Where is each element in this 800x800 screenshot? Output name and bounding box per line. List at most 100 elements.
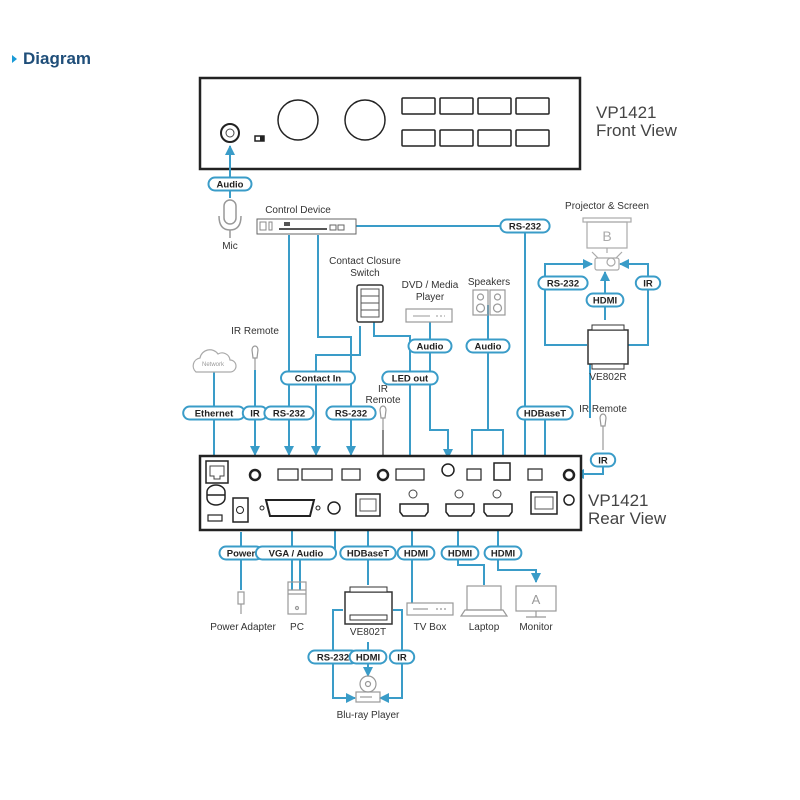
contact-closure-label-2: Switch bbox=[350, 268, 379, 279]
mic-icon bbox=[218, 199, 242, 238]
dvd-label: DVD / Media bbox=[402, 280, 459, 291]
power-adapter-icon bbox=[237, 591, 245, 614]
cable-tag-hdmi-1: HDMI bbox=[396, 545, 436, 561]
cable-tag-rs232-top: RS-232 bbox=[499, 218, 551, 234]
cable-tag-label: RS-232 bbox=[273, 409, 305, 420]
front-view-label: Front View bbox=[596, 121, 678, 140]
cable-tag-rs232-mid: RS-232 bbox=[325, 405, 377, 421]
ir-port-2-icon bbox=[376, 468, 390, 482]
cable-tag-audio-spk: Audio bbox=[465, 338, 511, 354]
cable-tag-rs232-br: RS-232 bbox=[307, 649, 359, 665]
cable-tag-ir-right: IR bbox=[589, 452, 617, 468]
audio-out-terminal-icon bbox=[466, 468, 482, 481]
speakers-label: Speakers bbox=[468, 277, 510, 288]
cable-tag-label: RS-232 bbox=[509, 222, 541, 233]
pc-label: PC bbox=[290, 622, 304, 633]
hdmi-port-2-icon bbox=[445, 503, 475, 517]
rear-view-model: VP1421 bbox=[588, 491, 649, 510]
cable-tag-ir-br: IR bbox=[388, 649, 416, 665]
cable-tag-label: HDMI bbox=[404, 549, 428, 560]
cable-tag-hdmi-2: HDMI bbox=[440, 545, 480, 561]
rs232-terminal-3-icon bbox=[527, 468, 543, 481]
power-jack-icon bbox=[232, 497, 249, 523]
cable-tag-label: HDMI bbox=[593, 296, 617, 307]
audio-in-jack-icon bbox=[441, 463, 455, 477]
rear-switch-icon bbox=[207, 514, 223, 522]
cable-tag-vga-audio: VGA / Audio bbox=[254, 545, 338, 561]
cable-tag-label: Ethernet bbox=[195, 409, 234, 420]
dvd-label-2: Player bbox=[416, 292, 445, 303]
cable-tag-label: IR bbox=[397, 653, 407, 664]
contact-closure-label: Contact Closure bbox=[329, 256, 401, 267]
cable-tag-hdmi-proj: HDMI bbox=[585, 292, 625, 308]
ve802r-label: VE802R bbox=[589, 372, 626, 383]
cable-tag-label: HDMI bbox=[356, 653, 380, 664]
cable-tag-label: Audio bbox=[217, 180, 244, 191]
cable-tag-label: Audio bbox=[475, 342, 502, 353]
ir-remote-mid-label: IR bbox=[378, 384, 388, 395]
hdbaset-port-icon bbox=[355, 493, 381, 517]
triangle-bullet-icon bbox=[12, 55, 17, 63]
cable-tag-label: HDBaseT bbox=[347, 549, 389, 560]
cable-tag-label: HDMI bbox=[448, 549, 472, 560]
front-view-model: VP1421 bbox=[596, 103, 657, 122]
projector-label: Projector & Screen bbox=[565, 201, 649, 212]
hdmi-screw-1-icon bbox=[408, 489, 418, 499]
cable-tag-rs232-proj: RS-232 bbox=[537, 275, 589, 291]
hdmi-port-3-icon bbox=[483, 503, 513, 517]
bluray-label: Blu-ray Player bbox=[337, 710, 400, 721]
cable-tag-label: Audio bbox=[417, 342, 444, 353]
ir-port-icon bbox=[248, 468, 262, 482]
ir-remote-left-label: IR Remote bbox=[231, 326, 279, 337]
cable-tag-label: RS-232 bbox=[547, 279, 579, 290]
mic-label: Mic bbox=[222, 241, 238, 252]
dvd-player-icon bbox=[405, 308, 453, 323]
section-title: Diagram bbox=[23, 49, 92, 68]
projector-screen-icon bbox=[582, 217, 632, 271]
network-cloud-icon: Network bbox=[192, 349, 237, 373]
ground-terminal-icon bbox=[563, 494, 575, 506]
ve802r-icon bbox=[587, 324, 629, 370]
cable-tag-hdbaset-right: HDBaseT bbox=[516, 405, 574, 421]
bluray-player-icon bbox=[355, 675, 381, 703]
cable-tag-audio-dvd: Audio bbox=[407, 338, 453, 354]
pc-icon bbox=[287, 581, 307, 615]
monitor-letter: A bbox=[532, 592, 541, 607]
control-device-label: Control Device bbox=[265, 205, 331, 216]
rear-view-label: Rear View bbox=[588, 509, 667, 528]
cable-tag-label: IR bbox=[643, 279, 653, 290]
section-header: Diagram bbox=[12, 49, 91, 69]
cable-tag-contact-in: Contact In bbox=[280, 370, 356, 386]
speakers-icon bbox=[472, 289, 506, 316]
cable-tag-ethernet: Ethernet bbox=[182, 405, 246, 421]
cable-tag-label: RS-232 bbox=[317, 653, 349, 664]
cable-tag-led-out: LED out bbox=[381, 370, 439, 386]
ir-remote-mid-label-2: Remote bbox=[365, 395, 400, 406]
laptop-label: Laptop bbox=[469, 622, 500, 633]
cable-tag-audio-front: Audio bbox=[207, 176, 253, 192]
cable-tag-hdmi-3: HDMI bbox=[483, 545, 523, 561]
contact-in-terminal-icon bbox=[301, 468, 333, 481]
ground-screw-icon bbox=[206, 484, 226, 506]
pc-audio-jack-icon bbox=[327, 501, 341, 515]
contact-closure-switch-icon bbox=[356, 284, 384, 323]
ir-remote-left-icon bbox=[251, 345, 259, 370]
cable-tag-hdbaset-bottom: HDBaseT bbox=[339, 545, 397, 561]
knob-2-icon bbox=[344, 99, 386, 141]
rear-panel bbox=[198, 454, 583, 532]
cable-tag-rs232-left: RS-232 bbox=[263, 405, 315, 421]
control-device-icon bbox=[256, 218, 357, 235]
screen-letter: B bbox=[602, 228, 611, 244]
cable-tag-label: VGA / Audio bbox=[269, 549, 324, 560]
cable-tag-ir-proj: IR bbox=[634, 275, 662, 291]
ethernet-port-icon bbox=[205, 460, 229, 484]
rs232-terminal-2-icon bbox=[341, 468, 361, 481]
ve802t-label: VE802T bbox=[350, 627, 386, 638]
monitor-icon bbox=[515, 585, 557, 618]
cable-tag-hdmi-br: HDMI bbox=[348, 649, 388, 665]
knob-1-icon bbox=[277, 99, 319, 141]
ir-remote-right-label: IR Remote bbox=[579, 404, 627, 415]
laptop-icon bbox=[459, 585, 509, 617]
